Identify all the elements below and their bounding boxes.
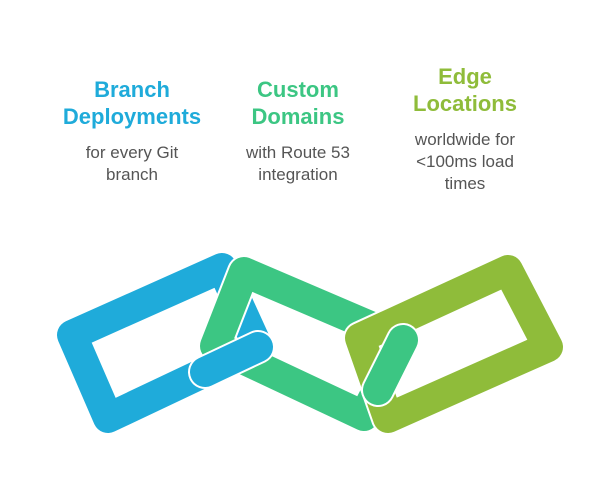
desc-line: integration bbox=[258, 165, 338, 184]
item-desc: with Route 53 integration bbox=[213, 142, 383, 186]
desc-line: for every Git bbox=[85, 143, 179, 162]
desc-line: with Route 53 bbox=[246, 143, 350, 162]
desc-line: worldwide for bbox=[414, 130, 516, 149]
item-desc: worldwide for <100ms load times bbox=[380, 129, 550, 195]
item-desc: for every Git branch bbox=[47, 142, 217, 186]
title-line: Domains bbox=[251, 104, 345, 129]
desc-line: times bbox=[444, 174, 486, 193]
chain-link-green-overlap bbox=[363, 325, 418, 405]
chain-link-blue-overlap bbox=[190, 332, 273, 387]
title-line: Deployments bbox=[62, 104, 202, 129]
desc-line: <100ms load bbox=[416, 152, 514, 171]
title-line: Branch bbox=[94, 77, 170, 102]
desc-line: branch bbox=[106, 165, 158, 184]
chain-link-green bbox=[200, 257, 418, 431]
title-line: Edge bbox=[438, 64, 492, 89]
title-line: Locations bbox=[413, 91, 517, 116]
title-line: Custom bbox=[257, 77, 339, 102]
